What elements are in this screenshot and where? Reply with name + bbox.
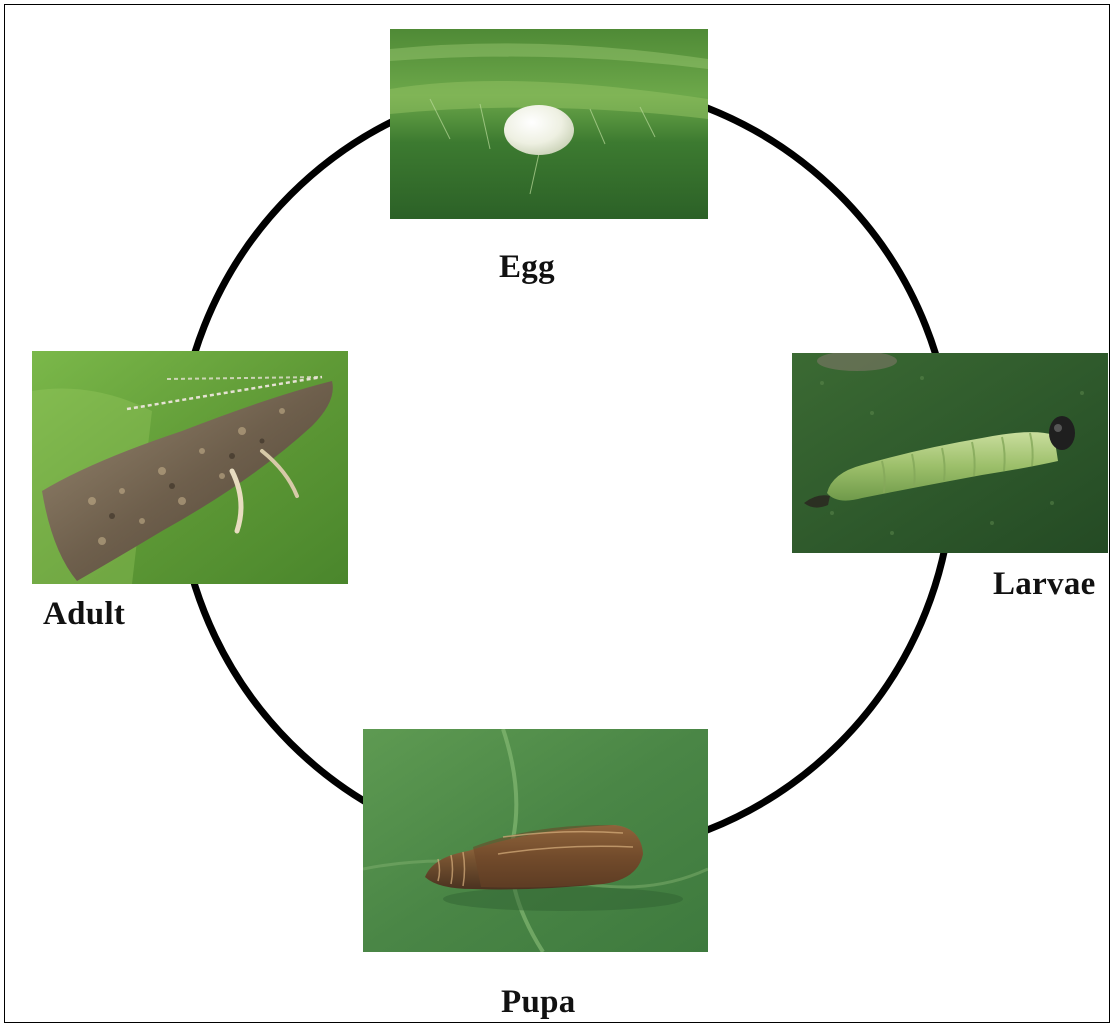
stage-label-pupa: Pupa [501,984,576,1021]
caterpillar-photo [792,353,1108,553]
egg-photo [390,29,708,219]
pupa-photo [363,729,708,952]
moth-photo [32,351,348,584]
stage-label-egg: Egg [499,249,555,286]
stage-label-larvae: Larvae [993,566,1096,603]
stage-label-adult: Adult [43,596,125,633]
